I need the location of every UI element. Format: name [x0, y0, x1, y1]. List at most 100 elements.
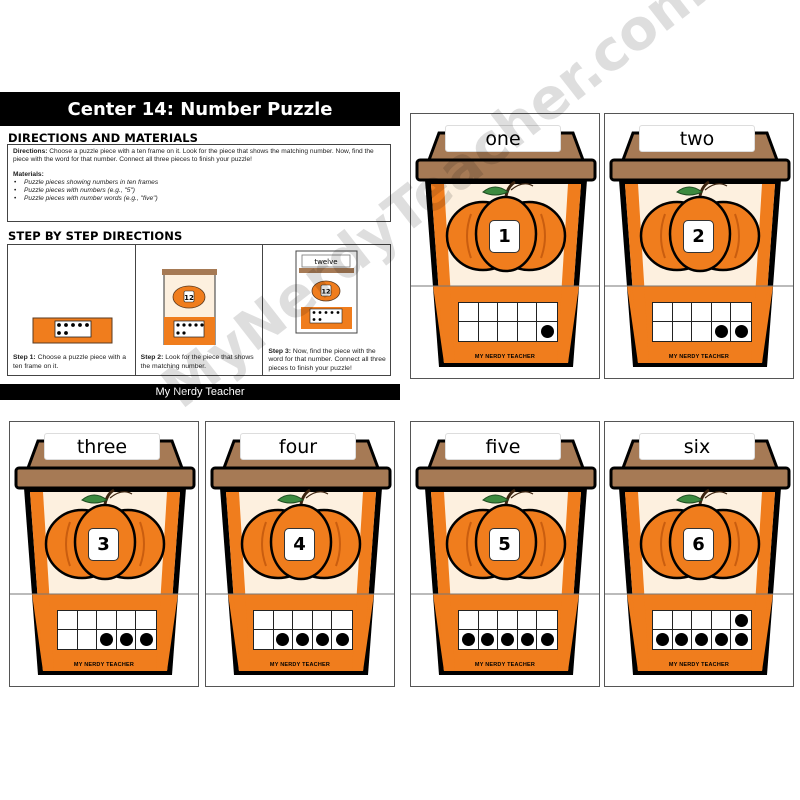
ten-frame-cell [332, 611, 352, 630]
directions-label: Directions: [13, 148, 48, 155]
step-2-illustration: 12 [161, 269, 217, 345]
ten-frame-cell [692, 303, 712, 322]
ten-frame-cell [712, 630, 732, 649]
ten-frame-cell [332, 630, 352, 649]
ten-frame-cell [117, 630, 137, 649]
ten-frame-cell [293, 611, 313, 630]
puzzle-card-three: three 3 MY NERDY TEACHER [9, 421, 199, 687]
ten-frame-cell [731, 322, 751, 341]
ten-frame-dot [276, 633, 290, 646]
ten-frame-cell [312, 611, 333, 630]
ten-frame [652, 302, 752, 342]
ten-frame-cell [478, 303, 499, 322]
ten-frame-cell [479, 322, 499, 341]
ten-frame-dot [520, 633, 534, 646]
ten-frame-cell [116, 611, 137, 630]
ten-frame-cell [58, 630, 78, 649]
ten-frame-cell [498, 611, 518, 630]
ten-frame-cell [459, 630, 479, 649]
ten-frame-cell [653, 303, 673, 322]
number-tile: 3 [88, 528, 119, 561]
ten-frame-cell [537, 303, 557, 322]
card-brand: MY NERDY TEACHER [474, 354, 536, 360]
card-brand: MY NERDY TEACHER [668, 662, 730, 668]
ten-frame [458, 610, 558, 650]
ten-frame-dot [694, 633, 708, 646]
ten-frame-cell [498, 322, 518, 341]
ten-frame-cell [78, 630, 98, 649]
ten-frame-dot [540, 633, 554, 646]
step-3-illustration: twelve 12 [295, 250, 358, 334]
ten-frame-dot [714, 325, 728, 338]
number-word-label: two [639, 125, 755, 152]
ten-frame-dot [675, 633, 689, 646]
ten-frame-cell [731, 303, 751, 322]
page-title: Center 14: Number Puzzle [0, 92, 400, 126]
ten-frame-cell [653, 630, 673, 649]
ten-frame-dot [335, 633, 349, 646]
puzzle-card-five: five 5 MY NERDY TEACHER [410, 421, 600, 687]
materials-item: Puzzle pieces with numbers (e.g., "5") [13, 187, 385, 196]
ten-frame-cell [459, 303, 479, 322]
ten-frame-cell [518, 322, 538, 341]
ten-frame-dot [734, 325, 748, 338]
puzzle-card-one: one 1 MY NERDY TEACHER [410, 113, 600, 379]
materials-item: Puzzle pieces showing numbers in ten fra… [13, 179, 385, 188]
number-tile: 6 [683, 528, 714, 561]
ten-frame-cell [692, 611, 712, 630]
ten-frame-cell [479, 630, 499, 649]
ten-frame-cell [712, 322, 732, 341]
ten-frame-cell [692, 630, 712, 649]
ten-frame-cell [459, 322, 479, 341]
ten-frame-cell [517, 611, 538, 630]
ten-frame [57, 610, 157, 650]
ten-frame [458, 302, 558, 342]
card-brand: MY NERDY TEACHER [668, 354, 730, 360]
ten-frame-cell [77, 611, 98, 630]
ten-frame-cell [537, 630, 557, 649]
ten-frame-dot [540, 325, 554, 338]
ten-frame-cell [711, 303, 732, 322]
number-tile: 5 [489, 528, 520, 561]
card-brand: MY NERDY TEACHER [474, 662, 536, 668]
card-brand: MY NERDY TEACHER [73, 662, 135, 668]
ten-frame-cell [136, 630, 156, 649]
step-3-label: Step 3: [268, 347, 292, 355]
directions-heading: DIRECTIONS AND MATERIALS [8, 131, 199, 145]
ten-frame-cell [692, 322, 712, 341]
ten-frame-dot [655, 633, 669, 646]
ten-frame-cell [459, 611, 479, 630]
ten-frame-dot [315, 633, 329, 646]
ten-frame-dot [295, 633, 309, 646]
number-tile: 4 [284, 528, 315, 561]
ten-frame-cell [136, 611, 156, 630]
card-brand: MY NERDY TEACHER [269, 662, 331, 668]
step-3-number: 12 [322, 288, 331, 296]
ten-frame-cell [274, 630, 294, 649]
ten-frame-dot [99, 633, 113, 646]
ten-frame-dot [461, 633, 475, 646]
step-2-text: Look for the piece that shows the matchi… [140, 354, 254, 370]
ten-frame-cell [653, 322, 673, 341]
directions-box: Directions: Choose a puzzle piece with a… [7, 144, 391, 222]
ten-frame-dot [139, 633, 153, 646]
ten-frame-cell [673, 630, 693, 649]
ten-frame-cell [498, 630, 518, 649]
ten-frame-cell [97, 630, 117, 649]
ten-frame [652, 610, 752, 650]
materials-label: Materials: [13, 170, 44, 178]
step-3-text: Now, find the piece with the word for th… [268, 347, 386, 372]
ten-frame-cell [672, 611, 693, 630]
step-2-number: 12 [184, 294, 194, 302]
ten-frame-cell [273, 611, 294, 630]
ten-frame-dot [734, 633, 748, 646]
ten-frame-cell [672, 303, 693, 322]
ten-frame-cell [518, 630, 538, 649]
ten-frame-dot [119, 633, 133, 646]
ten-frame-cell [711, 611, 732, 630]
ten-frame-cell [254, 630, 274, 649]
step-1-text: Choose a puzzle piece with a ten frame o… [13, 354, 126, 370]
step-1-illustration [32, 317, 113, 344]
ten-frame-cell [97, 611, 117, 630]
steps-heading: STEP BY STEP DIRECTIONS [8, 229, 183, 243]
